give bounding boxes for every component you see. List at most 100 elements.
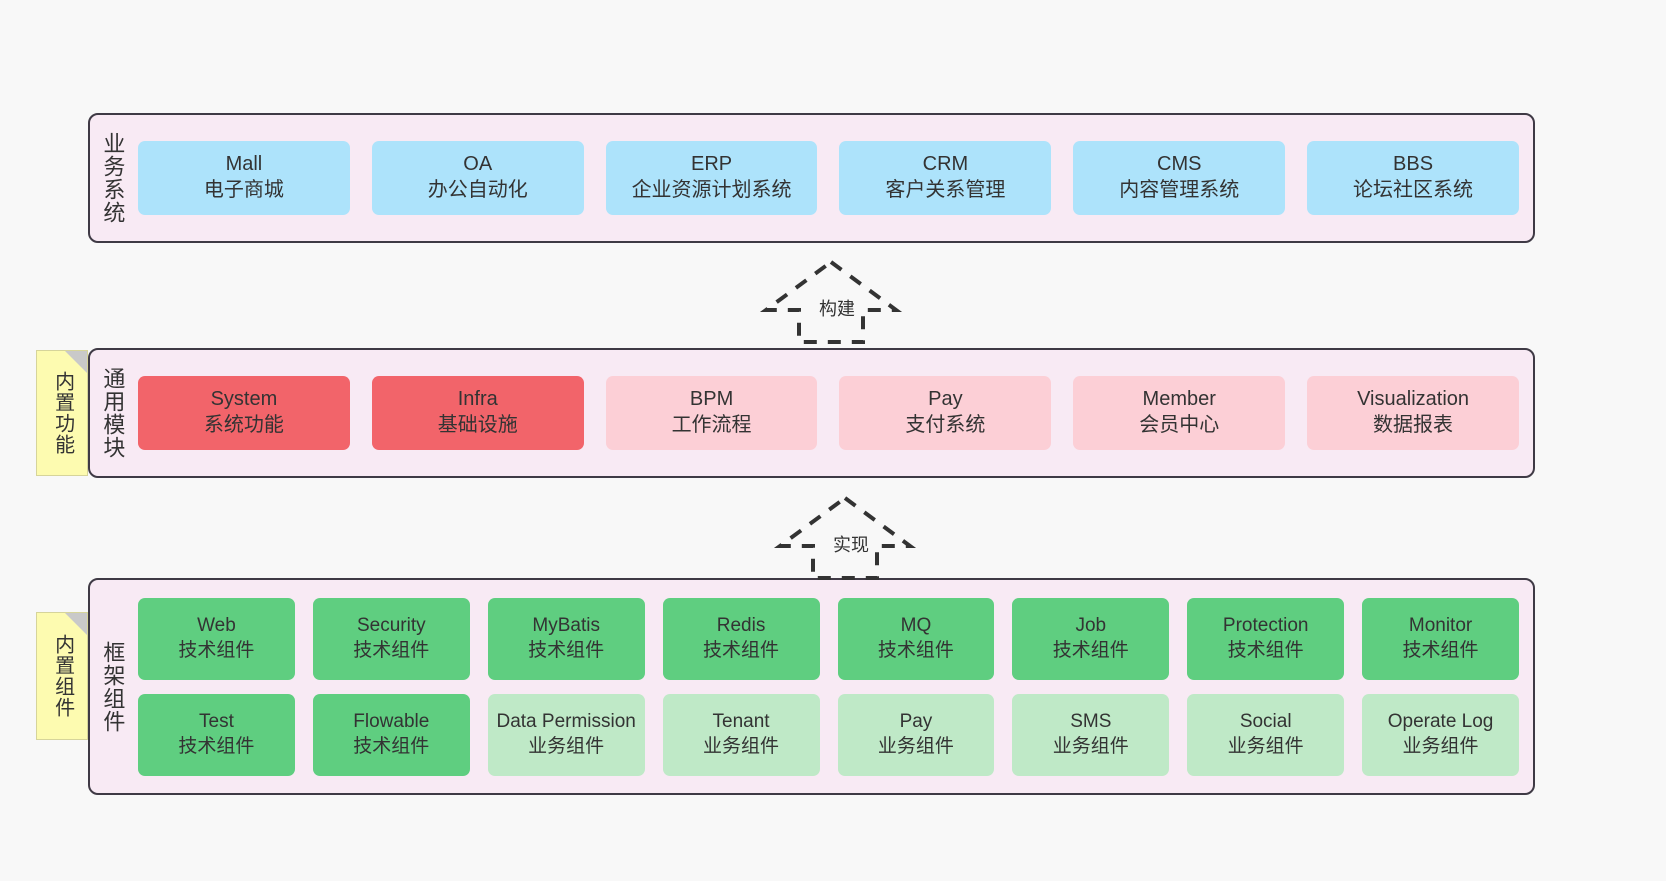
box-redis[interactable]: Redis 技术组件 — [662, 597, 820, 680]
box-infra[interactable]: Infra 基础设施 — [371, 376, 584, 450]
box-flowable-desc: 技术组件 — [353, 735, 430, 757]
box-data-permission-name: Data Permission — [496, 711, 636, 733]
row-tech-components: Web 技术组件 Security 技术组件 MyBatis 技术组件 Redi… — [138, 597, 1519, 680]
box-bpm-desc: 工作流程 — [671, 414, 752, 436]
box-tenant[interactable]: Tenant 业务组件 — [662, 693, 820, 776]
box-mybatis-name: MyBatis — [532, 615, 600, 637]
box-tenant-desc: 业务组件 — [703, 735, 780, 757]
box-mq-name: MQ — [900, 615, 932, 637]
box-oa-name: OA — [463, 153, 493, 176]
box-oa[interactable]: OA 办公自动化 — [371, 141, 584, 215]
box-test-desc: 技术组件 — [178, 735, 255, 757]
box-job-desc: 技术组件 — [1052, 639, 1129, 661]
box-job[interactable]: Job 技术组件 — [1012, 597, 1170, 680]
box-data-permission[interactable]: Data Permission 业务组件 — [487, 693, 645, 776]
box-monitor-name: Monitor — [1408, 615, 1473, 637]
box-mybatis[interactable]: MyBatis 技术组件 — [487, 597, 645, 680]
box-bbs[interactable]: BBS 论坛社区系统 — [1307, 141, 1519, 215]
box-security[interactable]: Security 技术组件 — [312, 597, 470, 680]
box-sms-name: SMS — [1070, 711, 1112, 733]
arrow-implement-shape — [773, 495, 917, 580]
box-mall-desc: 电子商城 — [203, 179, 284, 201]
box-operate-log-name: Operate Log — [1387, 711, 1494, 733]
box-crm-name: CRM — [922, 153, 969, 176]
box-flowable-name: Flowable — [353, 711, 430, 733]
box-system-desc: 系统功能 — [203, 414, 284, 436]
row-common-modules: System 系统功能 Infra 基础设施 BPM 工作流程 Pay 支付系统… — [138, 376, 1519, 450]
box-member-desc: 会员中心 — [1139, 414, 1220, 436]
box-crm[interactable]: CRM 客户关系管理 — [839, 141, 1052, 215]
note-builtin-component: 内置组件 — [36, 612, 88, 740]
box-pay-module[interactable]: Pay 支付系统 — [839, 376, 1052, 450]
box-social-desc: 业务组件 — [1227, 735, 1304, 757]
box-cms[interactable]: CMS 内容管理系统 — [1073, 141, 1286, 215]
box-mall[interactable]: Mall 电子商城 — [138, 141, 350, 215]
box-visualization-name: Visualization — [1357, 388, 1470, 411]
box-tenant-name: Tenant — [712, 711, 770, 733]
box-flowable[interactable]: Flowable 技术组件 — [312, 693, 470, 776]
arrow-build-shape — [759, 259, 903, 344]
note-builtin-component-text: 内置组件 — [51, 634, 74, 718]
box-test[interactable]: Test 技术组件 — [138, 693, 295, 776]
box-visualization[interactable]: Visualization 数据报表 — [1307, 376, 1519, 450]
box-oa-desc: 办公自动化 — [427, 179, 528, 201]
box-system-name: System — [210, 388, 278, 411]
box-pay-component-desc: 业务组件 — [877, 735, 954, 757]
box-erp-desc: 企业资源计划系统 — [631, 179, 792, 201]
box-protection-name: Protection — [1222, 615, 1309, 637]
layer-common-modules: 通用模块 System 系统功能 Infra 基础设施 BPM 工作流程 Pay… — [88, 348, 1535, 478]
box-redis-desc: 技术组件 — [703, 639, 780, 661]
layer-title-business-system: 业务系统 — [100, 132, 126, 224]
box-pay-module-desc: 支付系统 — [905, 414, 986, 436]
box-cms-name: CMS — [1157, 153, 1202, 176]
box-pay-module-name: Pay — [928, 388, 963, 411]
box-infra-name: Infra — [457, 388, 498, 411]
box-social-name: Social — [1239, 711, 1292, 733]
row-business-systems: Mall 电子商城 OA 办公自动化 ERP 企业资源计划系统 CRM 客户关系… — [138, 141, 1519, 215]
box-security-name: Security — [356, 615, 426, 637]
note-builtin-function: 内置功能 — [36, 350, 88, 476]
box-infra-desc: 基础设施 — [437, 414, 518, 436]
box-job-name: Job — [1075, 615, 1107, 637]
box-sms-desc: 业务组件 — [1052, 735, 1129, 757]
box-operate-log[interactable]: Operate Log 业务组件 — [1362, 693, 1519, 776]
layer-title-common-modules: 通用模块 — [100, 367, 126, 459]
box-system[interactable]: System 系统功能 — [138, 376, 350, 450]
arrow-build: 构建 — [756, 258, 906, 344]
box-bpm[interactable]: BPM 工作流程 — [605, 376, 818, 450]
box-redis-name: Redis — [716, 615, 766, 637]
layer-body-common-modules: System 系统功能 Infra 基础设施 BPM 工作流程 Pay 支付系统… — [134, 350, 1533, 476]
box-test-name: Test — [199, 711, 234, 733]
layer-business-system: 业务系统 Mall 电子商城 OA 办公自动化 ERP 企业资源计划系统 CRM… — [88, 113, 1535, 243]
row-business-components: Test 技术组件 Flowable 技术组件 Data Permission … — [138, 693, 1519, 776]
box-bpm-name: BPM — [689, 388, 734, 411]
box-crm-desc: 客户关系管理 — [885, 179, 1006, 201]
box-monitor-desc: 技术组件 — [1402, 639, 1479, 661]
layer-title-framework-components: 框架组件 — [100, 640, 126, 733]
box-erp-name: ERP — [691, 153, 733, 176]
box-mq[interactable]: MQ 技术组件 — [837, 597, 995, 680]
box-monitor[interactable]: Monitor 技术组件 — [1362, 597, 1519, 680]
box-sms[interactable]: SMS 业务组件 — [1012, 693, 1170, 776]
box-visualization-desc: 数据报表 — [1373, 414, 1454, 436]
note-builtin-function-text: 内置功能 — [51, 371, 74, 455]
box-cms-desc: 内容管理系统 — [1119, 179, 1240, 201]
box-bbs-name: BBS — [1393, 153, 1434, 176]
layer-body-business-system: Mall 电子商城 OA 办公自动化 ERP 企业资源计划系统 CRM 客户关系… — [134, 115, 1533, 241]
box-bbs-desc: 论坛社区系统 — [1353, 179, 1474, 201]
box-web-name: Web — [197, 615, 236, 637]
box-mall-name: Mall — [225, 153, 263, 176]
box-erp[interactable]: ERP 企业资源计划系统 — [605, 141, 818, 215]
layer-framework-components: 框架组件 Web 技术组件 Security 技术组件 MyBatis 技术组件… — [88, 578, 1535, 795]
box-protection-desc: 技术组件 — [1227, 639, 1304, 661]
box-operate-log-desc: 业务组件 — [1402, 735, 1479, 757]
box-social[interactable]: Social 业务组件 — [1187, 693, 1345, 776]
arrow-implement: 实现 — [770, 494, 920, 580]
box-web-desc: 技术组件 — [178, 639, 255, 661]
box-member[interactable]: Member 会员中心 — [1073, 376, 1286, 450]
box-protection[interactable]: Protection 技术组件 — [1187, 597, 1345, 680]
box-pay-component[interactable]: Pay 业务组件 — [837, 693, 995, 776]
box-member-name: Member — [1142, 388, 1216, 411]
layer-body-framework-components: Web 技术组件 Security 技术组件 MyBatis 技术组件 Redi… — [134, 580, 1533, 793]
box-web[interactable]: Web 技术组件 — [138, 597, 295, 680]
